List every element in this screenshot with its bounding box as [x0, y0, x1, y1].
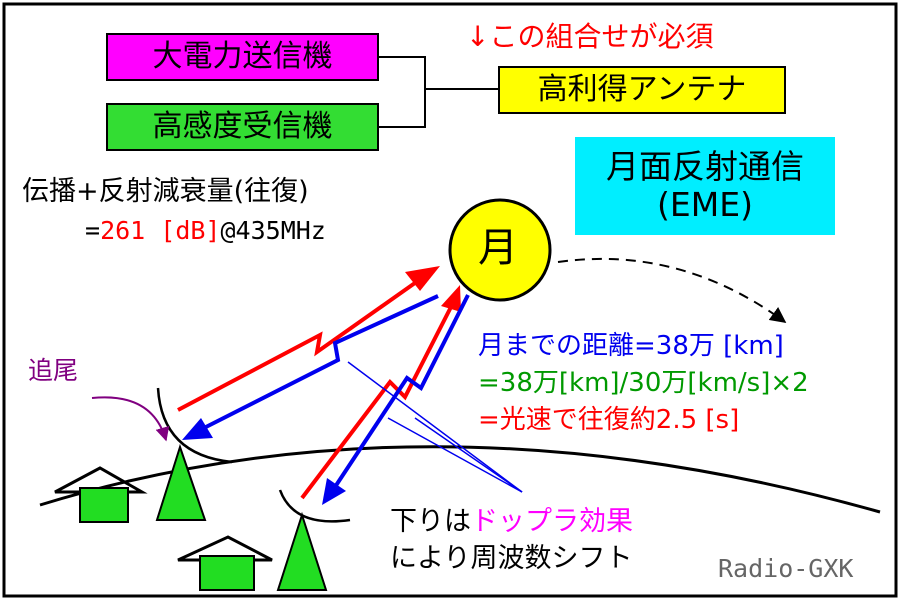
connector-power-to-antenna	[379, 56, 498, 90]
sensitive-receiver-box: 高感度受信機	[106, 103, 379, 151]
high-gain-antenna-box: 高利得アンテナ	[498, 66, 786, 114]
distance-line-3: =光速で往復約2.5 [s]	[478, 405, 740, 435]
moon-icon	[448, 198, 552, 302]
uplink-arrow-right-icon	[300, 285, 461, 500]
house-right-icon	[177, 535, 273, 591]
eme-title-abbrev: (EME)	[657, 185, 753, 224]
doppler-line-1: 下りはドップラ効果	[390, 508, 633, 535]
power-transmitter-box: 大電力送信機	[106, 33, 379, 81]
downlink-arrow-right-icon	[322, 294, 470, 505]
doppler-prefix: 下りは	[390, 506, 471, 537]
watermark: Radio-GXK	[718, 554, 854, 583]
distance-line-1: 月までの距離=38万 [km]	[478, 331, 784, 361]
beam-arc-right-station	[278, 489, 351, 523]
doppler-line-2: により周波数シフト	[390, 543, 633, 574]
tracking-arrow	[91, 396, 170, 442]
loss-value-line: =261 [dB]@435MHz	[85, 218, 326, 243]
doppler-pointer-line-3	[414, 417, 523, 493]
earth-surface-curve	[39, 445, 881, 514]
loss-label: 伝播+反射減衰量(往復)	[22, 176, 309, 207]
loss-frequency: @435MHz	[220, 216, 326, 245]
eme-title-box: 月面反射通信 (EME)	[575, 137, 835, 235]
loss-equals: =	[85, 216, 101, 245]
loss-unit: [dB]	[160, 216, 221, 245]
loss-value: 261	[100, 216, 146, 245]
house-left-icon	[54, 466, 148, 523]
beam-arc-left-station	[156, 387, 233, 464]
antenna-left-icon	[155, 443, 207, 521]
combo-required-note: ↓この組合せが必須	[466, 20, 714, 53]
doppler-highlight: ドップラ効果	[471, 506, 633, 537]
uplink-arrow-left-icon	[177, 266, 440, 412]
eme-title-japanese: 月面反射通信	[606, 147, 804, 187]
moon-label: 月	[478, 225, 518, 271]
distance-line-2: =38万[km]/30万[km/s]×2	[478, 368, 809, 398]
downlink-arrow-left-icon	[182, 294, 439, 440]
doppler-pointer-line-1	[347, 361, 523, 493]
doppler-pointer-line-2	[387, 417, 523, 493]
tracking-label: 追尾	[28, 356, 79, 385]
moon-orbit-arrow	[557, 257, 787, 323]
antenna-right-icon	[276, 511, 328, 591]
connector-receiver-to-antenna	[379, 89, 426, 128]
